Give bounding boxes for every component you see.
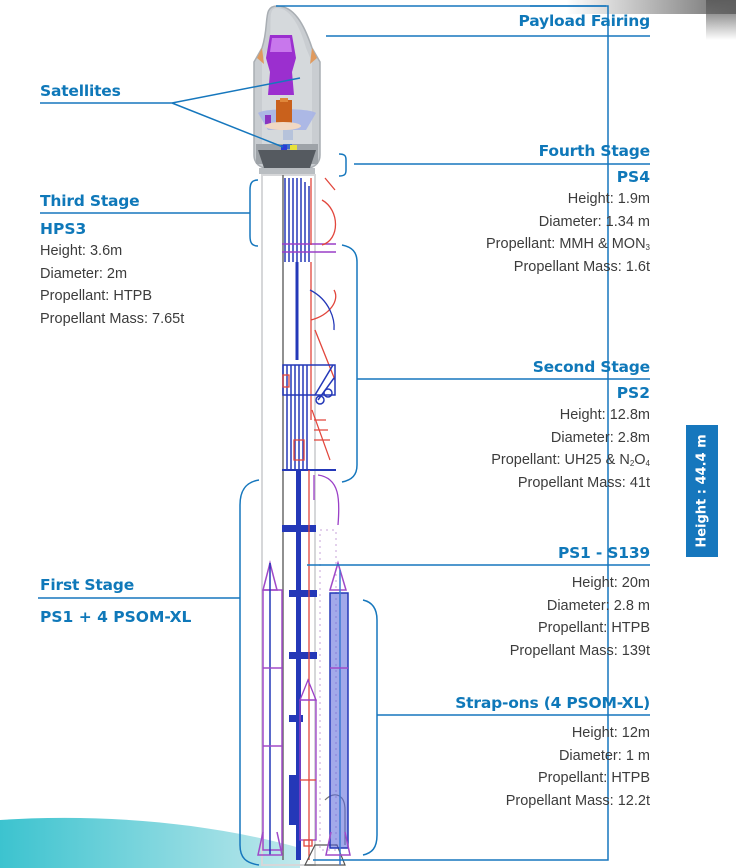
third-stage-propellant: Propellant: HTPB xyxy=(40,288,153,304)
propellant-subscript: 4 xyxy=(645,459,650,468)
propellant-subscript: 3 xyxy=(645,243,650,252)
fourth-stage-shape xyxy=(256,144,318,174)
second-stage-code: PS2 xyxy=(616,384,650,402)
third-stage-code: HPS3 xyxy=(40,220,87,238)
fourth-stage-title: Fourth Stage xyxy=(538,142,651,160)
third-stage-mass: Propellant Mass: 7.65t xyxy=(40,310,185,327)
propellant-text: O xyxy=(634,452,646,468)
strap-on-right xyxy=(325,560,351,865)
second-stage-specs: Height: 12.8m Diameter: 2.8m Propellant:… xyxy=(491,404,650,494)
strap-ons-propellant: Propellant: HTPB xyxy=(537,770,650,786)
height-frame xyxy=(313,5,609,861)
first-stage-bracket xyxy=(239,479,260,866)
ps1-diameter: Diameter: 2.8 m xyxy=(546,597,650,614)
propellant-text: Propellant: UH25 & N xyxy=(491,452,630,468)
core-stage-shape xyxy=(261,174,346,866)
decorative-wave xyxy=(0,817,300,868)
fourth-stage-propellant: Propellant: MMH & MON3 xyxy=(486,233,650,256)
third-stage-height: Height: 3.6m xyxy=(40,243,123,259)
total-height-label: Height : 44.4 m xyxy=(694,434,710,548)
third-stage-specs: Height: 3.6m Diameter: 2m Propellant: HT… xyxy=(40,240,184,330)
strap-ons-height: Height: 12m xyxy=(571,725,650,741)
propellant-subscript: 2 xyxy=(629,459,635,468)
fourth-stage-diameter: Diameter: 1.34 m xyxy=(538,213,650,230)
satellites-label: Satellites xyxy=(40,82,121,100)
second-stage-bracket xyxy=(341,244,358,483)
callout-lines xyxy=(38,5,650,866)
strap-on-center xyxy=(299,678,317,847)
strap-ons-diameter: Diameter: 1 m xyxy=(558,747,650,764)
fourth-stage-code: PS4 xyxy=(616,168,650,186)
fourth-stage-specs: Height: 1.9m Diameter: 1.34 m Propellant… xyxy=(486,188,650,278)
fourth-stage-height: Height: 1.9m xyxy=(567,191,650,207)
second-stage-propellant: Propellant: UH25 & N2O4 xyxy=(491,449,650,472)
third-stage-title: Third Stage xyxy=(40,192,140,210)
satellites-leader xyxy=(40,77,301,148)
strap-on-bracket xyxy=(362,599,378,856)
first-stage-title: First Stage xyxy=(40,576,135,594)
total-height-badge: Height : 44.4 m xyxy=(686,425,718,557)
ps1-height: Height: 20m xyxy=(571,575,650,591)
second-stage-diameter: Diameter: 2.8m xyxy=(550,429,650,446)
strap-ons-title: Strap-ons (4 PSOM-XL) xyxy=(455,694,650,712)
ps1-specs: Height: 20m Diameter: 2.8 m Propellant: … xyxy=(510,572,650,662)
third-stage-bracket xyxy=(249,179,259,247)
strap-ons-mass: Propellant Mass: 12.2t xyxy=(505,792,650,809)
corner-shadow xyxy=(706,0,736,40)
payload-fairing-label: Payload Fairing xyxy=(518,12,651,30)
third-stage-diameter: Diameter: 2m xyxy=(40,265,128,282)
ps1-mass: Propellant Mass: 139t xyxy=(509,642,650,659)
first-stage-code: PS1 + 4 PSOM-XL xyxy=(40,608,192,626)
strap-on-left xyxy=(257,560,283,856)
strap-ons-specs: Height: 12m Diameter: 1 m Propellant: HT… xyxy=(506,722,650,812)
ps1-title: PS1 - S139 xyxy=(557,544,650,562)
fourth-stage-mass: Propellant Mass: 1.6t xyxy=(513,258,650,275)
ps1-propellant: Propellant: HTPB xyxy=(537,620,650,636)
propellant-text: Propellant: MMH & MON xyxy=(486,236,646,252)
second-stage-title: Second Stage xyxy=(532,358,650,376)
fourth-stage-bracket xyxy=(338,153,347,177)
second-stage-mass: Propellant Mass: 41t xyxy=(517,474,650,491)
second-stage-height: Height: 12.8m xyxy=(559,407,650,423)
